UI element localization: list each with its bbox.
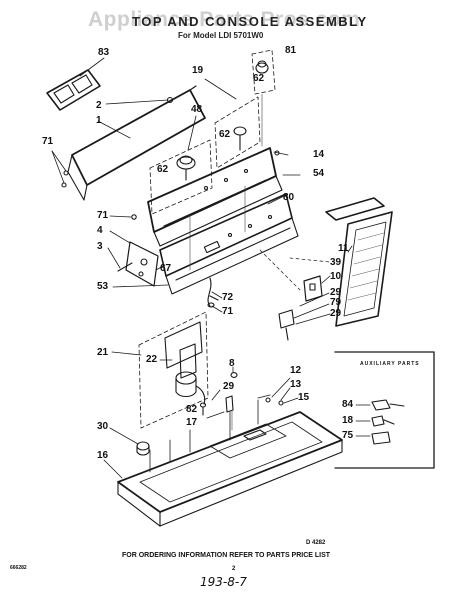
callout-67: 67 — [160, 263, 172, 274]
timer-motor-part — [138, 311, 209, 429]
handwritten-note: 193-8-7 — [200, 575, 247, 589]
diagram-title: TOP AND CONSOLE ASSEMBLY — [132, 14, 368, 29]
callout-11: 11 — [338, 243, 349, 254]
door-switch-part — [259, 249, 331, 341]
knob-group-part — [214, 49, 276, 169]
callout-29-c: 29 — [223, 381, 235, 392]
callout-3: 3 — [97, 241, 103, 252]
callout-80: 80 — [283, 192, 295, 203]
auxiliary-parts-heading: AUXILIARY PARTS — [360, 361, 420, 367]
top-panel-part — [117, 399, 343, 527]
callout-19: 19 — [192, 65, 204, 76]
callout-75: 75 — [342, 430, 354, 441]
callout-54: 54 — [313, 168, 325, 179]
callout-4: 4 — [97, 225, 103, 236]
callout-1: 1 — [96, 115, 102, 126]
left-bracket-part — [117, 214, 159, 287]
timer-knob-part — [149, 139, 213, 215]
callout-10: 10 — [330, 271, 342, 282]
callout-62-left: 62 — [157, 164, 169, 175]
callout-53: 53 — [97, 281, 109, 292]
callout-83: 83 — [98, 47, 110, 58]
bumper-part — [136, 441, 150, 456]
callout-48: 48 — [191, 104, 203, 115]
model-number: For Model LDI 5701W0 — [178, 31, 264, 40]
callout-2: 2 — [96, 100, 102, 111]
callout-21: 21 — [97, 347, 109, 358]
callout-18: 18 — [342, 415, 354, 426]
callout-81: 81 — [285, 45, 297, 56]
callout-22: 22 — [146, 354, 158, 365]
callout-17: 17 — [186, 417, 198, 428]
callout-39: 39 — [330, 257, 342, 268]
ordering-footer: FOR ORDERING INFORMATION REFER TO PARTS … — [122, 552, 331, 559]
callout-29-a: 29 — [330, 287, 342, 298]
callout-14: 14 — [313, 149, 325, 160]
wire-harness-part — [207, 277, 219, 308]
diagram-code: D 4282 — [306, 540, 326, 546]
callout-84: 84 — [342, 399, 354, 410]
page-number: 2 — [232, 566, 236, 572]
callout-29-b: 29 — [330, 308, 342, 319]
callout-62-top: 62 — [253, 73, 265, 84]
fasteners-part — [199, 372, 284, 416]
callout-71-mid: 71 — [97, 210, 109, 221]
console-backsplash-part — [147, 147, 283, 247]
callout-8: 8 — [229, 358, 235, 369]
auxiliary-parts-box — [334, 351, 435, 469]
callout-79: 79 — [330, 297, 342, 308]
callout-62-mid: 62 — [219, 129, 231, 140]
control-panel-part — [159, 193, 299, 295]
callout-72: 72 — [222, 292, 234, 303]
callout-12: 12 — [290, 365, 302, 376]
callout-71-left: 71 — [42, 136, 54, 147]
callout-71-lower: 71 — [222, 306, 234, 317]
callout-82: 82 — [186, 404, 198, 415]
callout-16: 16 — [97, 450, 109, 461]
watermark: Appliance Parts Pros.com — [88, 8, 361, 31]
door-panel-part — [46, 69, 101, 111]
document-code: 666282 — [10, 565, 27, 571]
lint-filter-part — [325, 197, 393, 327]
rear-panel-part — [67, 85, 206, 201]
callout-15: 15 — [298, 392, 310, 403]
callout-30: 30 — [97, 421, 109, 432]
callout-13: 13 — [290, 379, 302, 390]
